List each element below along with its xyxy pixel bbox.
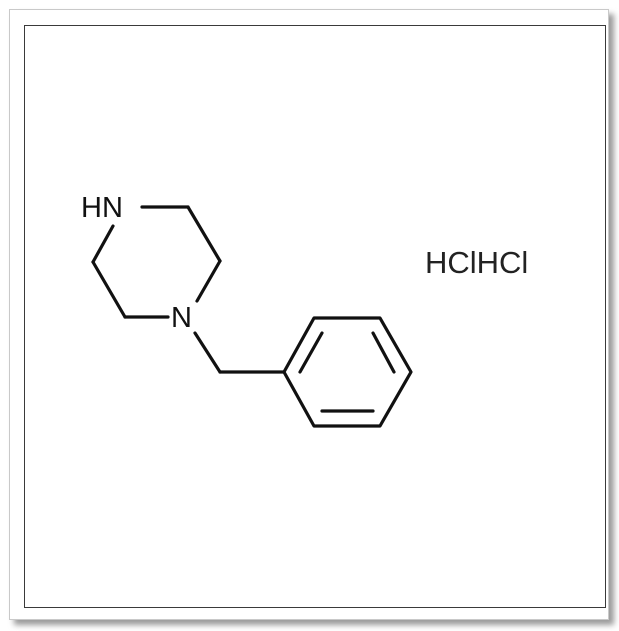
benzene-double-bond-1: [298, 331, 324, 374]
benzene-ring: [282, 316, 413, 428]
benzene-double-bond-2: [371, 331, 396, 374]
bond-n-ch2: [193, 331, 222, 374]
atom-label-nh: HN: [81, 192, 123, 224]
counterion-label: HClHCl: [425, 245, 528, 280]
atom-label-n: N: [171, 302, 192, 334]
bond-c6-nh: [91, 224, 115, 264]
benzene-hexagon: [282, 316, 413, 428]
bond-c3-n: [195, 259, 222, 303]
bond-c2-c3: [186, 205, 222, 263]
benzyl-group: [193, 331, 286, 374]
piperazine-ring: [91, 205, 222, 319]
bond-c5-c6: [91, 260, 127, 319]
